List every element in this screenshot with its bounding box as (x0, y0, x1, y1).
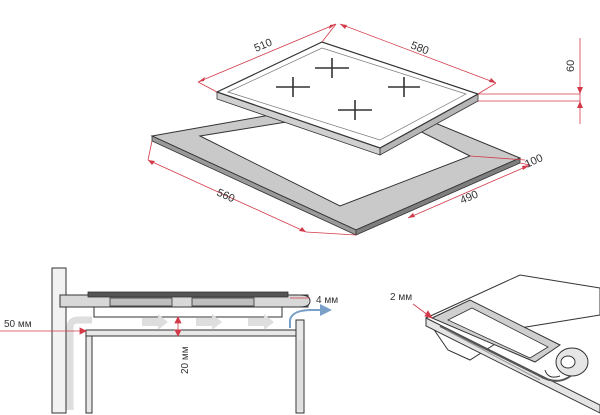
burner-front-right (338, 100, 372, 120)
label-clearance: 20 мм (180, 346, 191, 374)
dim-line-depth-top (339, 23, 497, 84)
hob-dimensions (147, 23, 581, 236)
hob-section-burner-right (191, 297, 255, 307)
hob-isometric-view: 510 580 60 560 490 100 (147, 23, 583, 236)
label-edge-gap: 100 (523, 152, 545, 171)
hob-top (215, 41, 480, 156)
burner-rear-right (388, 77, 420, 97)
label-rear-gap: 4 мм (316, 295, 338, 306)
label-cutout-width: 560 (215, 187, 237, 205)
airflow-arrow-3 (248, 314, 274, 330)
airflow-arrow-up (66, 316, 92, 410)
seal-roll (544, 347, 589, 378)
dim-line-cutout-width (147, 159, 307, 233)
detail-worktop-top (425, 274, 600, 361)
hob-section-glass (87, 291, 289, 298)
airflow-arrow-2 (196, 314, 222, 330)
burner-rear-left (315, 58, 349, 78)
label-height: 60 (565, 60, 577, 72)
hob-glass-inner-edge (227, 47, 467, 141)
label-wall-gap: 50 мм (4, 319, 32, 330)
section-dimensions (0, 297, 310, 337)
label-seal: 2 мм (390, 292, 412, 303)
label-depth-top: 580 (409, 40, 430, 58)
installation-cross-section: 50 мм 20 мм 4 мм (0, 267, 338, 414)
worktop-front-edge (299, 294, 311, 308)
airflow-arrow-out-head (320, 304, 332, 316)
label-cutout-depth: 490 (458, 189, 480, 207)
cabinet-shelf (85, 329, 303, 337)
dim-line-width-top (197, 23, 337, 83)
hob-section-burner-left (109, 297, 173, 307)
dim-line-edge-gap (469, 155, 526, 161)
detail-seal-strip-inner (445, 329, 541, 381)
seal-dimension (412, 303, 433, 319)
cabinet-back-panel (85, 335, 93, 414)
airflow-arrows (66, 304, 332, 410)
seal-detail-view: 2 мм (390, 274, 600, 414)
burner-front-left (276, 77, 310, 97)
wall (51, 267, 67, 414)
airflow-arrow-out (289, 309, 320, 328)
hob-section-body (93, 306, 283, 318)
airflow-arrow-1 (142, 314, 168, 330)
dim-line-cutout-depth (407, 164, 531, 219)
detail-hob-inner (447, 307, 549, 359)
cutout-frame (150, 96, 522, 236)
dim-arrowheads (148, 24, 583, 232)
label-width-top: 510 (252, 37, 274, 55)
